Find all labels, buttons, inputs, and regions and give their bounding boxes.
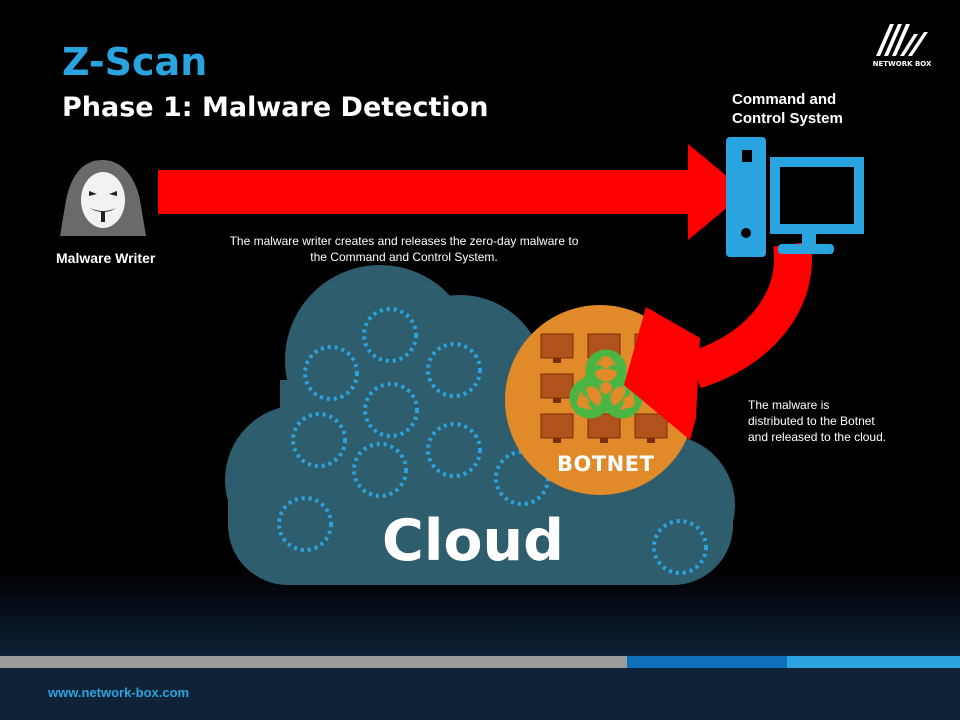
botnet-label: BOTNET: [557, 452, 655, 476]
page-subtitle: Phase 1: Malware Detection: [62, 92, 489, 123]
logo-text: NETWORK BOX: [872, 60, 932, 68]
footer-bar: [0, 656, 960, 668]
computer-icon: [726, 137, 864, 257]
cc-label-line2: Control System: [732, 110, 843, 127]
arrow-cc-to-botnet: [624, 241, 812, 440]
footer-dark-blue-segment: [627, 656, 787, 668]
cc-label-line1: Command and: [732, 91, 837, 108]
hacker-mask-icon: [60, 160, 146, 236]
description-2: The malware is distributed to the Botnet…: [748, 398, 887, 444]
network-box-logo: [876, 24, 928, 56]
footer-url[interactable]: www.network-box.com: [48, 685, 190, 700]
arrow-writer-to-cc: [158, 144, 746, 240]
cloud-label: Cloud: [382, 508, 564, 574]
malware-writer-label: Malware Writer: [56, 250, 156, 266]
footer-gray-segment: [0, 656, 627, 668]
description-1: The malware writer creates and releases …: [229, 234, 579, 264]
cc-label: Command and Control System: [732, 90, 882, 128]
page-title: Z-Scan: [62, 40, 208, 84]
footer-light-blue-segment: [787, 656, 960, 668]
